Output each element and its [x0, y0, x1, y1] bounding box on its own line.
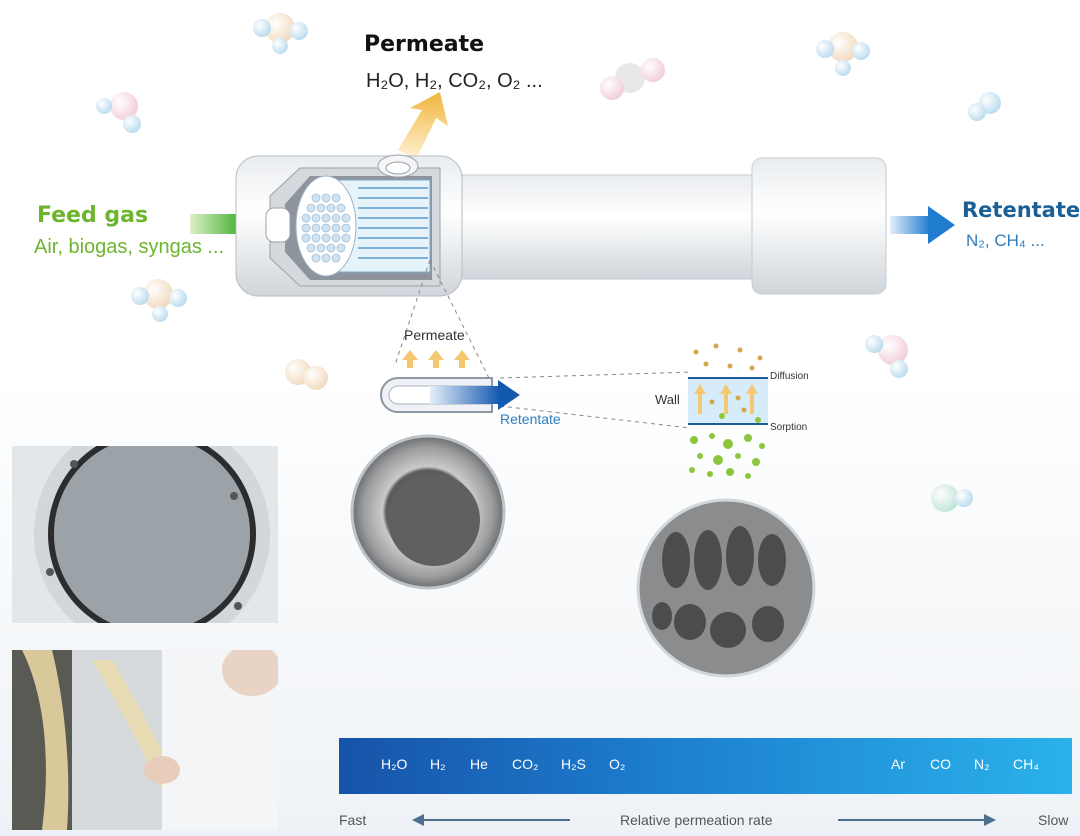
molecule-icon: [253, 13, 308, 54]
module-end-photo: [12, 446, 278, 623]
feed-gas-title: Feed gas: [37, 203, 149, 228]
gas-label: O₂: [609, 756, 626, 772]
gas-label: He: [470, 756, 488, 772]
fiber-retentate-label: Retentate: [500, 411, 561, 427]
membrane-module: [235, 154, 887, 297]
molecule-icon: [96, 92, 141, 133]
gas-label: N₂: [974, 756, 990, 772]
gas-label: CO: [930, 756, 951, 772]
gas-label: CH₄: [1013, 756, 1039, 772]
wall-detail: [688, 343, 768, 479]
gas-label: CO₂: [512, 756, 539, 772]
diffusion-label: Diffusion: [770, 371, 809, 382]
molecule-icon: [968, 92, 1001, 121]
fast-label: Fast: [339, 812, 367, 828]
permeate-title: Permeate: [364, 32, 485, 57]
molecule-icon: [131, 279, 187, 322]
membrane-wall-sem-image: [636, 498, 816, 678]
gas-label: H₂O: [381, 756, 408, 772]
molecule-icon: [816, 32, 870, 76]
zoom-lines: [394, 259, 691, 429]
permeation-rate-label: Relative permeation rate: [620, 812, 773, 828]
retentate-title: Retentate: [962, 198, 1080, 222]
retentate-gases: N₂, CH₄ ...: [966, 231, 1045, 250]
permeation-rate-bar: H₂O H₂ He CO₂ H₂S O₂ Ar CO N₂ CH₄: [339, 738, 1072, 794]
molecule-icon: [285, 359, 328, 390]
arrow-right-icon: [838, 814, 996, 826]
arrow-left-icon: [412, 814, 570, 826]
fiber-cross-section-image: [350, 434, 506, 590]
permeate-gases: H₂O, H₂, CO₂, O₂ ...: [366, 70, 543, 92]
fiber-bundle-photo: [12, 650, 278, 830]
wall-label: Wall: [655, 392, 680, 407]
slow-label: Slow: [1038, 812, 1069, 828]
gas-label: H₂S: [561, 756, 586, 772]
feed-gas-examples: Air, biogas, syngas ...: [34, 236, 225, 258]
permeate-small-arrows: [402, 350, 470, 368]
gas-label: H₂: [430, 756, 446, 772]
gas-label: Ar: [891, 756, 905, 772]
molecule-icon: [600, 58, 665, 100]
hollow-fiber: [380, 377, 520, 413]
retentate-arrow-icon: [890, 206, 955, 244]
molecule-icon: [865, 335, 908, 378]
permeate-arrow-icon: [398, 92, 448, 160]
sorption-label: Sorption: [770, 422, 808, 433]
rate-direction-arrows: [412, 814, 996, 826]
molecule-icon: [931, 484, 973, 512]
fiber-permeate-label: Permeate: [404, 327, 465, 343]
